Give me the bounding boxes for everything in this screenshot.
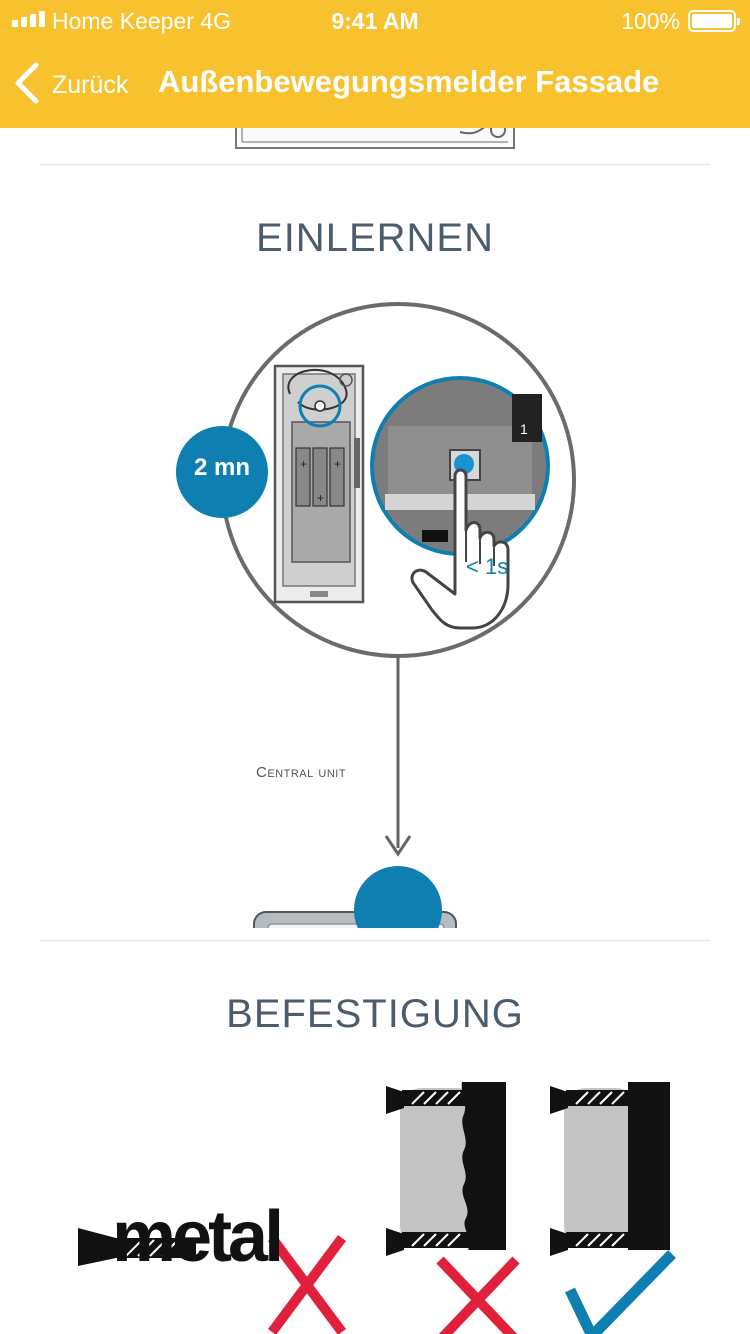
navigation-bar: Zurück Außenbewegungsmelder Fassade <box>0 40 750 128</box>
press-duration-label: < 1s <box>466 554 509 579</box>
status-time: 9:41 AM <box>331 8 419 34</box>
bip-badge: BIP! <box>369 764 427 797</box>
app-header: Home Keeper 4G 9:41 AM 100% Zurück Außen… <box>0 0 750 128</box>
metal-mount-wrong-illustration <box>78 1220 347 1334</box>
pairing-illustration: + + + 1 <box>220 302 576 928</box>
flat-wall-correct-illustration <box>550 1082 676 1334</box>
uneven-wall-wrong-illustration <box>386 1082 520 1334</box>
back-button[interactable]: Zurück <box>12 58 128 108</box>
device-image-partial <box>235 128 515 149</box>
section-divider <box>40 164 710 165</box>
scroll-content[interactable]: EINLERNEN + + + 1 <box>0 128 750 1334</box>
duration-badge: 2 mn <box>193 454 250 481</box>
svg-text:+: + <box>300 457 307 471</box>
svg-text:+: + <box>334 457 341 471</box>
battery-icon <box>688 10 740 32</box>
svg-text:1: 1 <box>520 421 528 437</box>
signal-strength-icon <box>12 11 45 27</box>
section-title-einlernen: EINLERNEN <box>256 216 494 260</box>
metal-label: metal <box>112 1197 284 1277</box>
carrier-name: Home Keeper 4G <box>52 8 231 34</box>
section-title-befestigung: BEFESTIGUNG <box>226 992 524 1036</box>
chevron-left-icon <box>15 62 39 104</box>
svg-text:+: + <box>317 491 324 505</box>
central-unit-label: Central unit <box>256 764 347 781</box>
duration-badge-circle <box>176 426 268 518</box>
page-title: Außenbewegungsmelder Fassade <box>158 64 660 99</box>
section-divider <box>40 940 710 941</box>
status-bar: Home Keeper 4G 9:41 AM 100% <box>0 0 750 40</box>
back-button-label: Zurück <box>52 70 129 99</box>
battery-percentage: 100% <box>621 8 680 34</box>
